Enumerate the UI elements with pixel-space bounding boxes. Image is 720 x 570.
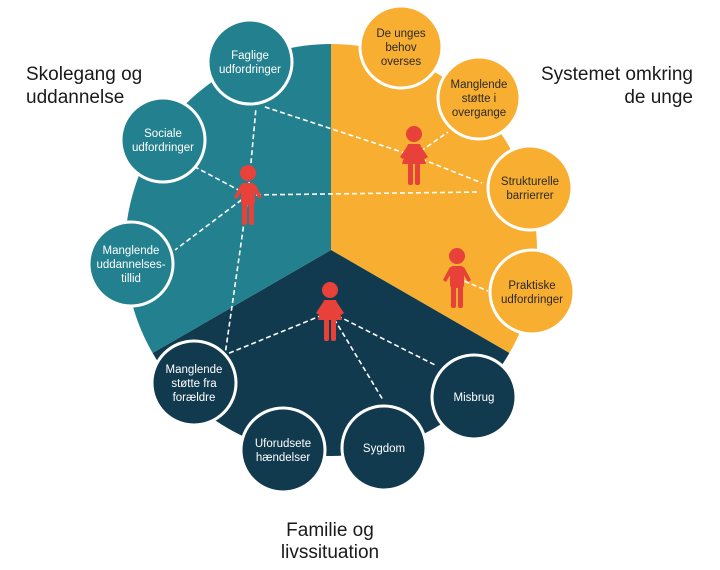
node-label: udfordringer [219, 64, 281, 76]
sector-family [152, 250, 510, 456]
node-label: Sociale [144, 128, 182, 140]
node-label: forældre [173, 392, 216, 404]
node-label: udfordringer [132, 142, 194, 154]
node-label: Manglende [451, 79, 508, 91]
section-label-system: Systemet omkring de unge [540, 64, 693, 108]
node-circle [436, 55, 522, 141]
node-label: støtte i [462, 93, 497, 105]
node-label: uddannelses- [96, 259, 165, 271]
factor-nodes: FagligeudfordringerSocialeudfordringerMa… [87, 4, 576, 494]
section-label-family: Familie og livssituation [280, 520, 380, 563]
factor-node-sygdom: Sygdom [340, 404, 428, 492]
connector-line [174, 194, 249, 251]
connector-line [329, 311, 384, 401]
node-circle [87, 220, 175, 308]
node-label: overses [381, 56, 422, 68]
connector-line [261, 105, 415, 157]
node-label: Sygdom [363, 443, 405, 455]
node-circle [486, 144, 574, 232]
node-label: Praktiske [508, 280, 555, 292]
factor-node-overgange: Manglende støtte i overgange [436, 55, 522, 141]
figure-head [240, 165, 256, 181]
figure-head [406, 126, 422, 142]
person-figures [234, 126, 471, 341]
node-circle [119, 96, 207, 184]
boy-figure-icon [234, 165, 262, 225]
factor-node-haendelser: Uforudsete hændelser [239, 406, 327, 494]
section-label-school: Skolegang og uddannelse [26, 64, 143, 108]
connector-line [247, 191, 481, 196]
node-circle [206, 18, 294, 106]
girl-figure-icon [400, 126, 428, 185]
factor-node-uddannelsestillid: Manglende uddannelses-tillid [87, 220, 175, 308]
connector-line [413, 131, 449, 157]
node-label: hændelser [256, 452, 311, 464]
node-label: Faglige [231, 50, 269, 62]
boy-figure-icon [443, 248, 471, 308]
node-label: Misbrug [454, 392, 495, 404]
factor-node-sociale: Sociale udfordringer [119, 96, 207, 184]
figure-head [322, 282, 338, 298]
factor-node-strukturelle: Strukturelle barrierrer [486, 144, 574, 232]
node-label: Manglende [166, 364, 223, 376]
node-label: støtte fra [171, 378, 217, 390]
node-circle [150, 339, 238, 427]
node-circle [239, 406, 327, 494]
node-circle [488, 248, 576, 336]
connector-line [329, 311, 436, 366]
node-label: overgange [452, 107, 506, 119]
node-label: De unges [376, 28, 425, 40]
connector-line [456, 277, 489, 292]
factor-node-misbrug: Misbrug [430, 353, 518, 441]
factor-node-faglige: Faglige udfordringer [206, 18, 294, 106]
node-label: behov [385, 42, 417, 54]
node-circle [430, 353, 518, 441]
factor-node-behov: De unges behov overses [358, 4, 444, 90]
node-circle [358, 4, 444, 90]
node-label: tillid [121, 273, 141, 285]
connector-line [247, 107, 257, 196]
node-label: barrierrer [506, 190, 553, 202]
node-label: udfordringer [501, 294, 563, 306]
figure-head [449, 248, 465, 264]
node-label: Manglende [103, 245, 160, 257]
connector-lines [174, 105, 489, 401]
node-circle [340, 404, 428, 492]
factor-node-foraeldre: Manglende støtte fra forældre [150, 339, 238, 427]
girl-figure-icon [316, 282, 344, 341]
connector-line [413, 155, 483, 184]
node-label: Strukturelle [501, 176, 559, 188]
connector-line [226, 311, 331, 355]
node-label: Uforudsete [255, 438, 311, 450]
factor-node-praktiske: Praktiske udfordringer [488, 248, 576, 336]
